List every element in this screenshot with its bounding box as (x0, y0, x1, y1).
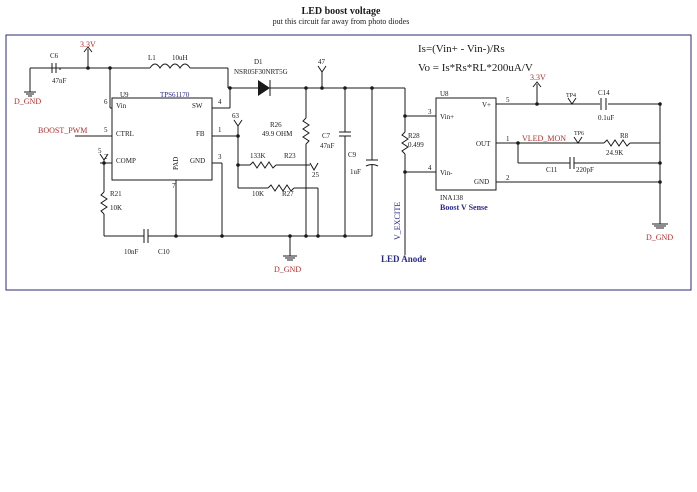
tp-5-label: 5 (98, 147, 102, 155)
u8-part: INA138 (440, 194, 463, 202)
u9-pin-pad: PAD (172, 157, 180, 170)
ic-u9-body (111, 97, 213, 181)
d1-ref: D1 (254, 58, 263, 66)
ic-u8-body (435, 97, 497, 191)
tp-4-label: TP4 (566, 93, 576, 99)
u8-pin-num-1: 1 (506, 135, 510, 143)
net-label-vled-mon: VLED_MON (522, 134, 566, 143)
u9-pin-num-6: 6 (104, 98, 108, 106)
r21-value: 10K (110, 204, 122, 212)
resistor-r27 (267, 184, 295, 192)
u9-pin-sw: SW (192, 102, 203, 110)
ground-symbol-left (24, 91, 36, 97)
u9-pin-ctrl: CTRL (116, 130, 134, 138)
r21-ref: R21 (110, 190, 122, 198)
u9-pin-num-5: 5 (104, 126, 108, 134)
current-equation: Is=(Vin+ - Vin-)/Rs (418, 43, 505, 55)
schematic-subtitle: put this circuit far away from photo dio… (273, 17, 410, 26)
d1-value: NSR05F30NRT5G (234, 68, 288, 76)
tp-47-label: 47 (318, 58, 326, 66)
c14-value: 0.1uF (598, 114, 614, 122)
r26-ref: R26 (270, 121, 282, 129)
r23-value: 133K (250, 152, 266, 160)
c7-ref: C7 (322, 132, 331, 140)
net-label-gnd-left: D_GND (14, 97, 41, 106)
r26-value: 49.9 OHM (262, 130, 293, 138)
u9-part: TPS61170 (160, 91, 190, 99)
c14-ref: C14 (598, 89, 610, 97)
u8-pin-num-3: 3 (428, 108, 432, 116)
c7-value: 47nF (320, 142, 335, 150)
c6-value: 47nF (52, 77, 67, 85)
c11-ref: C11 (546, 166, 558, 174)
resistor-r26 (302, 117, 310, 145)
u9-pin-num-1: 1 (218, 126, 222, 134)
r28-value: 0.499 (408, 141, 424, 149)
c9-ref: C9 (348, 151, 357, 159)
resistor-r21 (100, 191, 108, 215)
tp-25-marker (309, 162, 319, 172)
supply-3v3-symbol (83, 46, 93, 68)
u8-pin-num-5: 5 (506, 96, 510, 104)
r8-value: 24.9K (606, 149, 623, 157)
c10-ref: C10 (158, 248, 170, 256)
u8-pin-out: OUT (476, 140, 491, 148)
u8-pin-vin-plus: Vin+ (440, 113, 454, 121)
ground-symbol-right (652, 223, 668, 229)
u8-pin-gnd: GND (474, 178, 489, 186)
led-anode-label: LED Anode (381, 254, 426, 264)
r27-value: 10K (252, 190, 264, 198)
u9-pin-comp: COMP (116, 157, 136, 165)
c6-ref: C6 (50, 52, 59, 60)
u9-pin-vin: Vin (116, 102, 127, 110)
net-label-v-excite: V_EXCITE (393, 202, 402, 240)
net-label-boost-pwm: BOOST_PWM (38, 126, 87, 135)
capacitor-c6 (51, 63, 61, 73)
u9-ref: U9 (120, 91, 129, 99)
tp-6-marker (573, 136, 583, 144)
net-label-gnd-mid: D_GND (274, 265, 301, 274)
junction-dots (86, 66, 662, 238)
net-label-gnd-right: D_GND (646, 233, 673, 242)
u8-caption: Boost V Sense (440, 203, 488, 212)
diode-d1 (258, 80, 271, 96)
tp-63-marker (233, 119, 243, 127)
u9-pin-gnd: GND (190, 157, 205, 165)
ground-symbol-mid (283, 255, 297, 261)
voltage-equation: Vo = Is*Rs*RL*200uA/V (418, 62, 533, 74)
u9-pin-num-4: 4 (218, 98, 222, 106)
resistor-r8 (603, 139, 631, 147)
tp-4-marker (567, 97, 577, 105)
l1-ref: L1 (148, 54, 156, 62)
l1-value: 10uH (172, 54, 188, 62)
tp-6-label: TP6 (574, 131, 584, 137)
net-label-3v3-right: 3.3V (530, 73, 546, 82)
tp-63-label: 63 (232, 112, 240, 120)
u9-pin-num-3: 3 (218, 153, 222, 161)
u8-pin-vin-minus: Vin- (440, 169, 453, 177)
u8-pin-vplus: V+ (482, 101, 491, 109)
c11-value: 220pF (576, 166, 594, 174)
u8-ref: U8 (440, 90, 449, 98)
r27-ref: R27 (282, 190, 294, 198)
u8-pin-num-4: 4 (428, 164, 432, 172)
schematic-title: LED boost voltage (302, 6, 381, 17)
u9-pin-num-7: 7 (172, 182, 176, 190)
r23-ref: R23 (284, 152, 296, 160)
r8-ref: R8 (620, 132, 629, 140)
resistor-r23 (249, 161, 277, 169)
schematic-border (5, 34, 692, 291)
inductor-l1 (149, 63, 191, 69)
resistor-r28 (401, 131, 409, 155)
tp-47-marker (317, 65, 327, 73)
r28-ref: R28 (408, 132, 420, 140)
supply-3v3-right-symbol (532, 81, 542, 104)
net-label-3v3: 3.3V (80, 40, 96, 49)
c10-value: 10nF (124, 248, 139, 256)
tp-25-label: 25 (312, 171, 320, 179)
u9-pin-fb: FB (196, 130, 205, 138)
c9-value: 1uF (350, 168, 361, 176)
u8-pin-num-2: 2 (506, 174, 510, 182)
